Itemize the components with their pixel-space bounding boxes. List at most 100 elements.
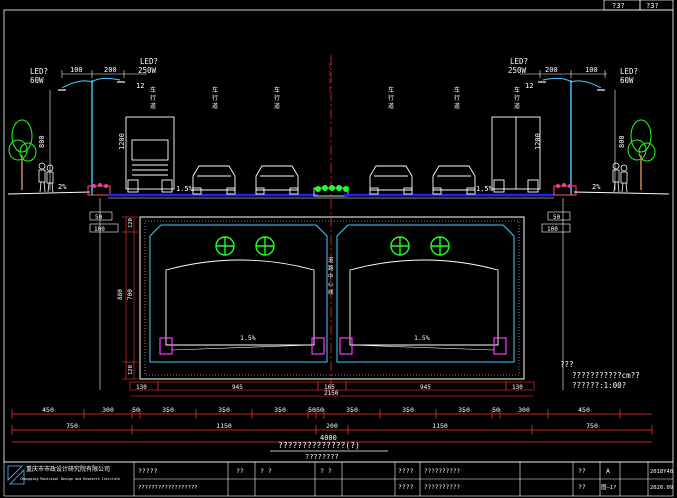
company-name-en: Chongqing Municipal Design and Research … <box>20 477 120 481</box>
overall-dims-row2-labels: 750 1150 200 1150 750 <box>66 422 598 430</box>
tunnel-dim-120-bottom: 120 <box>128 365 134 375</box>
tree-left <box>8 119 37 190</box>
slope-15-right: 1.5% <box>476 185 494 193</box>
note-line-1: ??? <box>560 360 574 369</box>
tunnel-dim-b2: 945 <box>232 384 243 391</box>
flower-beds <box>92 183 572 188</box>
overall-dim-row1-label: 350 <box>402 406 414 414</box>
dim-200-right: 200 <box>545 66 558 74</box>
overall-dim-row2-label: 1150 <box>216 422 232 430</box>
note-line-3: ??????:1:00? <box>572 381 626 390</box>
led-right-big-label: LED? <box>510 57 528 66</box>
utility-tunnel <box>139 216 525 380</box>
tb-cell-5: ? ? <box>320 467 332 475</box>
slope-2-left: 2% <box>58 183 67 191</box>
street-lamp-left <box>58 77 125 195</box>
overall-dim-row2-label: 750 <box>586 422 598 430</box>
overall-dim-row1-label: 350 <box>218 406 230 414</box>
overall-dim-row1-label: 350 <box>162 406 174 414</box>
dim-12-left: 12 <box>136 82 144 90</box>
overall-dim-row1-label: 50 <box>492 406 500 414</box>
truck-right <box>491 116 541 193</box>
dim-1200-left: 1200 <box>118 133 126 150</box>
tunnel-dim-b3: 165 <box>324 384 335 391</box>
overall-dim-row1-label: 300 <box>102 406 114 414</box>
median-shrubs <box>315 185 349 192</box>
center-mark: ???? <box>328 63 332 94</box>
tunnel-dim-880: 880 <box>117 289 124 300</box>
tb-cell-4: ? ? <box>260 467 272 475</box>
ventilation-fans <box>215 236 450 256</box>
drawing-subtitle: ???????? <box>305 453 339 461</box>
overall-dim-row2-label: 1150 <box>432 422 448 430</box>
tb-cell-1: ????? <box>138 467 158 475</box>
led-left-big-label: LED? <box>140 57 158 66</box>
tunnel-side-dims <box>122 216 138 380</box>
dim-100-right: 100 <box>585 66 598 74</box>
dim-100-sub-left: 100 <box>94 226 105 233</box>
dim-12-right: 12 <box>525 82 533 90</box>
tree-right <box>627 119 656 190</box>
tb-cell-7: ?????????? <box>424 468 461 475</box>
tb-cell-14: 图—1? <box>601 483 616 491</box>
slope-2-right: 2% <box>592 183 601 191</box>
overall-dim-total: 4000 <box>320 434 337 442</box>
street-lamp-right <box>538 77 605 195</box>
tb-cell-13: ?? <box>578 483 586 491</box>
road-surface <box>7 185 670 199</box>
led-left-big-watt: 250W <box>138 66 157 75</box>
overall-dim-row1-label: 300 <box>518 406 530 414</box>
lamp-dimension-lines <box>49 70 616 190</box>
tunnel-bottom-dims <box>129 381 535 397</box>
drawing-frame <box>3 9 674 463</box>
drawing-title: ??????????????(?) <box>278 441 360 450</box>
lane-label-1: 车行道 <box>150 86 156 110</box>
header-box-1-text: ?3? <box>612 2 625 10</box>
dim-200-left: 200 <box>104 66 117 74</box>
overall-dims-row2-ticks <box>11 425 653 435</box>
tunnel-dim-b4: 945 <box>420 384 431 391</box>
sub-road-dims <box>89 198 571 390</box>
tb-cell-6: ???? <box>398 467 414 475</box>
dim-800-right: 800 <box>618 135 626 148</box>
tunnel-dim-120-top: 120 <box>128 218 134 228</box>
pedestrians-left <box>38 162 54 193</box>
tunnel-slope-left: 1.5% <box>240 334 256 342</box>
dim-50-left: 50 <box>95 214 103 221</box>
company-name: 重庆市市政设计研究院有限公司 <box>26 465 110 473</box>
header-box-2-text: ?3? <box>646 2 659 10</box>
header-box-2 <box>639 0 674 11</box>
led-right-small-label: LED? <box>620 67 638 76</box>
overall-dims <box>12 413 652 443</box>
overall-dim-row1-label: 50 <box>132 406 140 414</box>
truck-left <box>125 116 175 193</box>
tunnel-dim-b1: 130 <box>136 384 147 391</box>
overall-dim-row1-label: 50 <box>316 406 324 414</box>
overall-dim-row1-label: 450 <box>42 406 54 414</box>
overall-dim-row1-label: 50 <box>308 406 316 414</box>
overall-dim-row1-label: 450 <box>578 406 590 414</box>
note-line-2: ???????????cm?? <box>572 371 640 380</box>
lane-label-5: 车行道 <box>454 86 460 110</box>
tb-cell-15: 2020.09 <box>650 485 673 491</box>
tb-cell-10: ?? <box>578 467 586 475</box>
overall-dim-row2-label: 200 <box>326 422 338 430</box>
title-block-logo <box>7 465 25 485</box>
tb-cell-8: ???? <box>398 483 414 491</box>
tb-cell-12: 2018Y48 <box>650 469 673 475</box>
pedestrians-right <box>612 162 628 193</box>
tb-cell-9: ?????????? <box>424 484 461 491</box>
dim-100-left: 100 <box>70 66 83 74</box>
overall-dims-row1-ticks <box>11 409 621 419</box>
tb-cell-11: A <box>606 467 610 475</box>
tunnel-slope-right: 1.5% <box>414 334 430 342</box>
tb-cell-2: ?????????????????? <box>138 485 198 491</box>
tunnel-dim-b5: 130 <box>512 384 523 391</box>
lane-label-4: 车行道 <box>388 86 394 110</box>
overall-dim-row2-label: 750 <box>66 422 78 430</box>
lane-label-6: 车行道 <box>514 86 520 110</box>
lane-label-2: 车行道 <box>212 86 218 110</box>
